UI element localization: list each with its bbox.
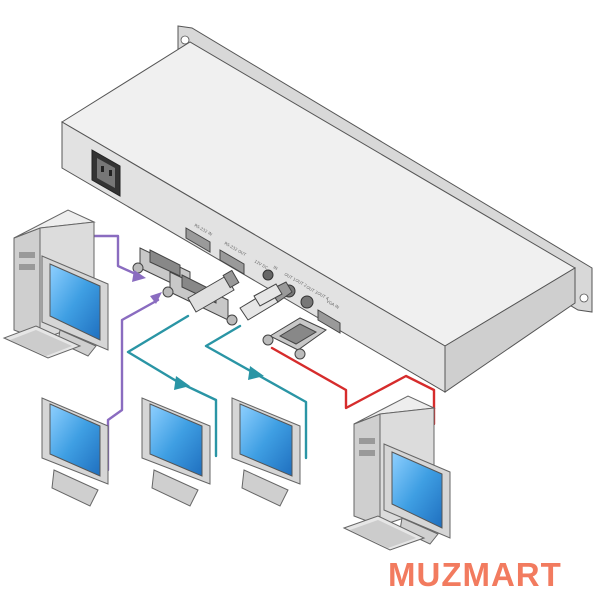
watermark-text: MUZMART bbox=[388, 556, 562, 593]
rack-front-face bbox=[61, 121, 446, 393]
monitor-3 bbox=[231, 397, 301, 507]
cables bbox=[92, 234, 436, 472]
rack-ear-hole-top bbox=[180, 35, 190, 45]
port-label-in: IN bbox=[273, 265, 279, 271]
port-label-out-4: OUT 4 bbox=[317, 291, 331, 302]
monitor-2-screen bbox=[149, 403, 203, 477]
cable-input-computer bbox=[92, 234, 142, 278]
arrow-output-2 bbox=[174, 376, 190, 390]
vga-connector-3 bbox=[262, 317, 327, 360]
monitor-3-screen bbox=[239, 403, 293, 477]
port-out bbox=[300, 295, 314, 309]
monitor-2 bbox=[141, 397, 211, 507]
power-inlet bbox=[91, 149, 121, 197]
port-rs232-out bbox=[219, 249, 245, 275]
monitor-right-stand bbox=[399, 517, 439, 545]
monitor-1-screen bbox=[49, 403, 101, 477]
port-label-dc: 12V DC bbox=[254, 259, 270, 271]
port-label-vga-in: VGA IN bbox=[326, 299, 341, 310]
port-rs232-in bbox=[185, 227, 211, 253]
port-label-out-1: OUT 1 bbox=[284, 272, 298, 283]
port-label-out-3: OUT 3 bbox=[306, 285, 320, 296]
monitor-right-screen bbox=[391, 451, 443, 529]
monitor-2-stand bbox=[151, 469, 199, 507]
rack-ear-hole-bottom bbox=[579, 293, 589, 303]
monitor-3-stand bbox=[241, 469, 289, 507]
monitor-1-stand bbox=[51, 469, 99, 507]
cable-loop-computer bbox=[270, 346, 436, 426]
monitor-left-screen bbox=[49, 263, 101, 341]
arrow-input bbox=[132, 270, 146, 282]
computer-left bbox=[2, 209, 109, 359]
tower-left-front bbox=[13, 227, 41, 341]
dc-plug bbox=[187, 269, 240, 313]
tower-right-front bbox=[353, 413, 381, 527]
port-vga-in bbox=[317, 309, 341, 334]
arrow-output-1 bbox=[150, 292, 162, 304]
computer-right bbox=[342, 395, 451, 551]
port-dc bbox=[262, 269, 274, 281]
monitor-1 bbox=[41, 397, 109, 507]
bnc-connector-2 bbox=[253, 283, 283, 307]
port-label-out-2: OUT 2 bbox=[295, 278, 309, 289]
arrow-output-3 bbox=[248, 366, 264, 380]
rack-device bbox=[61, 25, 593, 393]
